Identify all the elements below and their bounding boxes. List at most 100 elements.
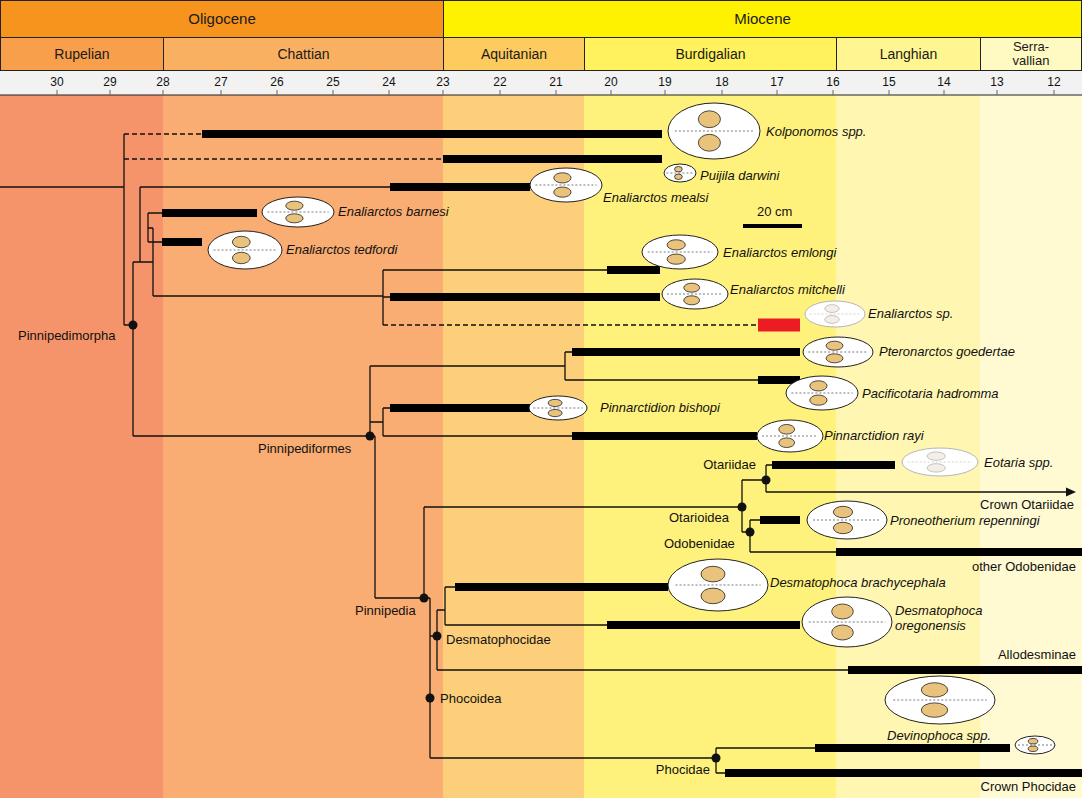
taxon-label: Puijila darwini [700, 168, 779, 183]
figure-shape [0, 95, 163, 798]
clade-label: Crown Otariidae [980, 497, 1074, 512]
taxon-label: Pinnarctidion bishopi [600, 400, 720, 415]
skull-part [826, 341, 843, 350]
figure-shape [758, 319, 800, 332]
axis-tick-label: 25 [326, 75, 339, 90]
axis-tick-label: 14 [937, 75, 950, 90]
skull-part [267, 212, 328, 213]
time-band: Miocene [443, 0, 1082, 38]
skull-part [666, 173, 693, 174]
skull-part [832, 604, 854, 619]
skull-part [668, 559, 768, 611]
clade-label: Crown Phocidae [981, 779, 1076, 794]
axis-tick-label: 20 [604, 75, 617, 90]
skull-part [826, 354, 843, 363]
skull-part [262, 197, 334, 227]
skull-part [810, 381, 827, 391]
skull-part [786, 376, 858, 410]
time-band: Chattian [163, 37, 444, 71]
taxon-label: Enaliarctos emlongi [723, 245, 836, 260]
skull-part [809, 622, 886, 623]
skull-part [921, 683, 947, 697]
taxon-label: Enaliarctos barnesi [338, 204, 449, 219]
figure-shape [162, 134, 1082, 773]
skull-part [667, 294, 723, 295]
axis-tick-label: 22 [493, 75, 506, 90]
skull-part [833, 522, 852, 533]
skull-part [1018, 745, 1052, 746]
figure-shape [584, 95, 836, 798]
clade-label: other Odobenidae [972, 559, 1076, 574]
taxon-label: Kolponomos spp. [766, 124, 866, 139]
skull-part [779, 424, 795, 434]
skull-part [825, 305, 839, 313]
skull-part [701, 566, 725, 582]
axis-tick-label: 26 [270, 75, 283, 90]
figure-shape [746, 528, 755, 537]
skull-part [1015, 736, 1055, 754]
clade-label: Pinnipediformes [258, 441, 351, 456]
band-label: Miocene [734, 11, 791, 27]
skull-part [214, 250, 277, 251]
taxon-label: Enaliarctos mitchelli [730, 282, 845, 297]
clade-label: Phocidae [656, 762, 710, 777]
taxon-label: Proneotherium repenningi [890, 513, 1040, 528]
skull-part [667, 240, 685, 250]
skull-part [921, 703, 947, 717]
skull-part [554, 187, 571, 197]
skull-part [648, 252, 713, 253]
figure-shape [366, 432, 375, 441]
skull-part [757, 420, 823, 452]
skull-part [676, 585, 761, 586]
skull-part [668, 103, 760, 159]
skull-part [286, 201, 303, 210]
skull-part [791, 393, 852, 394]
skull-part [701, 588, 725, 604]
axis-tick-label: 23 [436, 75, 449, 90]
clade-label: Phocoidea [440, 691, 501, 706]
skull-part [662, 279, 728, 309]
skull-part [232, 236, 250, 247]
tree-lines [0, 134, 1082, 773]
figure-shape [420, 594, 429, 603]
clade-label: Pinnipedia [355, 603, 416, 618]
skull-part [530, 168, 602, 202]
time-band: Burdigalian [584, 37, 837, 71]
time-band: Serra- vallian [980, 37, 1082, 71]
taxon-label: Enaliarctos sp. [868, 306, 953, 321]
skull-part [902, 448, 978, 476]
skull-drawings [208, 103, 1055, 754]
skull-part [675, 131, 753, 132]
time-band: Oligocene [0, 0, 444, 38]
band-label: Oligocene [188, 11, 256, 27]
time-columns [0, 70, 1082, 798]
skull-part [779, 438, 795, 448]
skull-part [808, 352, 868, 353]
clade-label: Otarioidea [669, 510, 729, 525]
figure-shape [980, 95, 1082, 798]
figure-shape [57, 90, 1054, 95]
axis-tick-label: 28 [156, 75, 169, 90]
axis-tick-label: 18 [715, 75, 728, 90]
skull-part [667, 254, 685, 264]
figure-shape [743, 224, 802, 228]
taxon-label: Enaliarctos tedfordi [286, 242, 397, 257]
taxon-label: Devinophoca spp. [887, 728, 991, 743]
axis-tick-label: 21 [549, 75, 562, 90]
figure-shape [0, 134, 1068, 773]
skull-part [548, 399, 562, 406]
skull-part [810, 314, 861, 315]
axis-tick-label: 30 [50, 75, 63, 90]
axis-tick-label: 27 [214, 75, 227, 90]
axis-tick-label: 29 [103, 75, 116, 90]
skull-part [684, 283, 700, 292]
skull-part [675, 167, 683, 172]
skull-part [1028, 739, 1038, 744]
band-label: Rupelian [54, 47, 109, 62]
skull-part [642, 235, 718, 269]
skull-part [286, 214, 303, 223]
skull-part [807, 501, 887, 539]
taxon-label: Desmatophoca brachycephala [770, 575, 946, 590]
skull-part [832, 625, 854, 640]
